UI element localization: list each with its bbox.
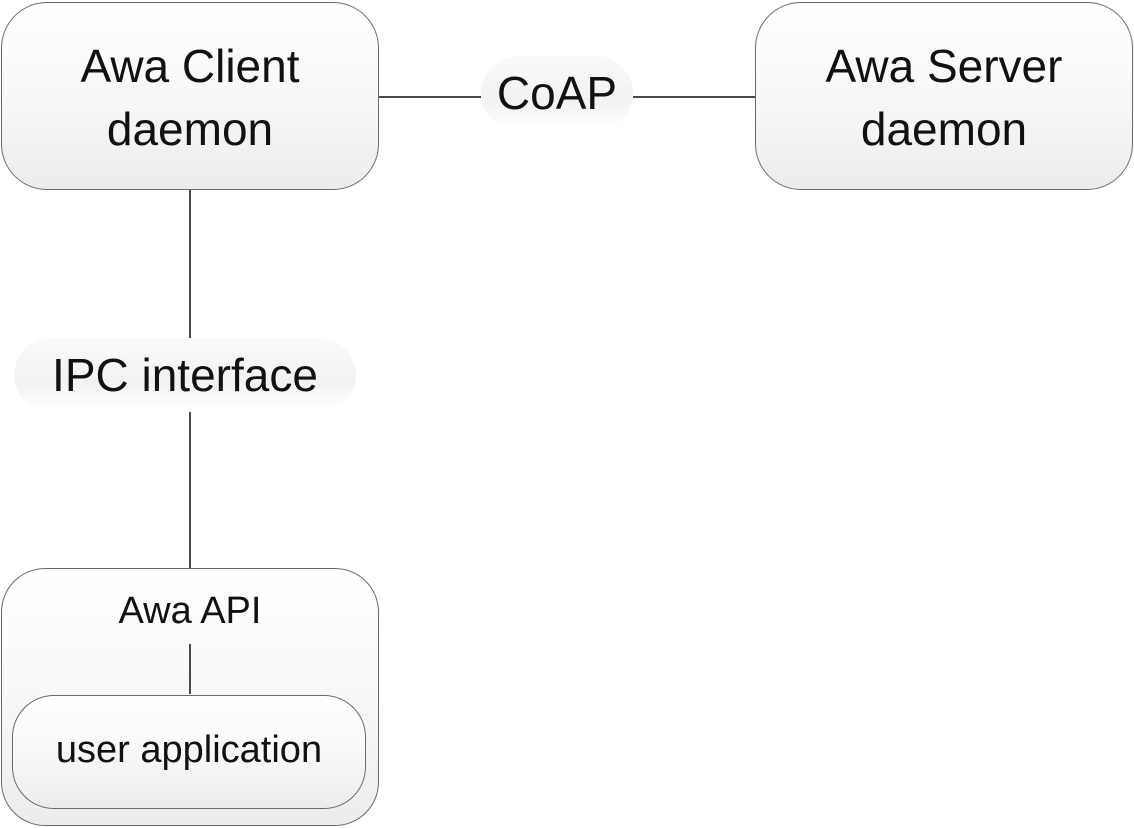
awa-server-daemon-label: Awa Server daemon	[825, 40, 1063, 155]
awa-server-daemon-node: Awa Server daemon	[755, 2, 1133, 190]
connector-api-app	[189, 644, 191, 694]
awa-api-node: Awa API user application	[1, 568, 379, 826]
awa-client-daemon-label: Awa Client daemon	[80, 40, 300, 155]
awa-client-daemon-node: Awa Client daemon	[1, 2, 379, 190]
user-application-node: user application	[12, 695, 366, 809]
user-application-label: user application	[55, 729, 323, 771]
connector-client-ipc	[189, 190, 191, 338]
coap-protocol-label: CoAP	[481, 56, 633, 130]
awa-api-label: Awa API	[118, 590, 262, 632]
connector-ipc-api	[189, 412, 191, 568]
ipc-interface-label: IPC interface	[14, 338, 356, 412]
connector-client-coap	[379, 96, 481, 98]
connector-coap-server	[633, 96, 755, 98]
